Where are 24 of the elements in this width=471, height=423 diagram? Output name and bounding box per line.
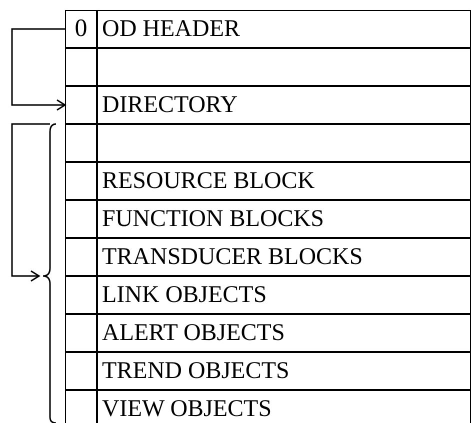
row-label: FUNCTION BLOCKS <box>102 204 324 234</box>
table-row <box>65 124 471 162</box>
row-label: TRANSDUCER BLOCKS <box>102 242 363 272</box>
table-row <box>65 238 471 276</box>
table-row <box>65 48 471 86</box>
table-row <box>65 352 471 390</box>
table-row <box>65 162 471 200</box>
index-number: 0 <box>74 14 88 44</box>
row-label: LINK OBJECTS <box>102 280 267 310</box>
curly-brace <box>42 123 56 423</box>
table-row <box>65 390 471 423</box>
row-label: TREND OBJECTS <box>102 356 290 386</box>
row-label: DIRECTORY <box>102 90 238 120</box>
table-row <box>65 314 471 352</box>
table-row <box>65 276 471 314</box>
table-row <box>65 10 471 48</box>
row-label: OD HEADER <box>102 14 240 44</box>
arrow <box>11 28 66 111</box>
row-label: ALERT OBJECTS <box>102 318 285 348</box>
row-label: RESOURCE BLOCK <box>102 166 315 196</box>
table-row <box>65 86 471 124</box>
arrow <box>11 123 50 282</box>
table-row <box>65 200 471 238</box>
row-label: VIEW OBJECTS <box>102 394 272 423</box>
